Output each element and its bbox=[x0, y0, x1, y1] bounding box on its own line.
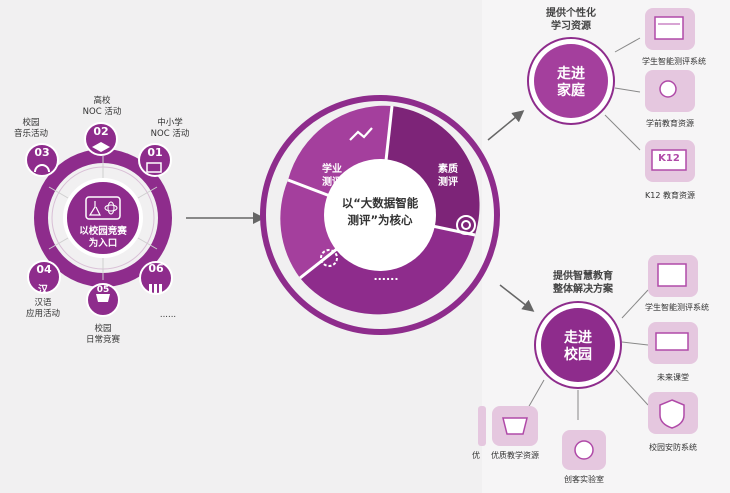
home-header-line2: 学习资源 bbox=[551, 21, 591, 32]
badge-05 bbox=[86, 283, 120, 317]
badge-01 bbox=[138, 143, 172, 177]
badge-04 bbox=[27, 260, 61, 294]
item-05-label: 校园 日常竞赛 bbox=[73, 324, 133, 346]
school-header-line1: 提供智慧教育 bbox=[553, 271, 613, 282]
badge-03-number: 03 bbox=[34, 146, 50, 159]
seg-more-label: ...... bbox=[373, 270, 399, 283]
school-item-3-label: 校园安防系统 bbox=[649, 443, 697, 452]
core-label: 以“大数据智能 测评”为核心 bbox=[330, 195, 430, 229]
home-item-1-label: 学生智能测评系统 bbox=[642, 57, 706, 66]
home-circle bbox=[527, 37, 615, 125]
item-05-line1: 校园 bbox=[94, 324, 112, 334]
school-header: 提供智慧教育 整体解决方案 bbox=[543, 270, 623, 296]
school-circle bbox=[534, 301, 622, 389]
home-circle-line1: 走进 bbox=[557, 66, 585, 82]
han-glyph-icon: 汉 bbox=[38, 285, 48, 296]
seg-academic-line2: 测评 bbox=[322, 177, 342, 188]
arrow-to-school bbox=[499, 284, 535, 312]
tile-k12 bbox=[645, 140, 695, 182]
school-connectors bbox=[527, 289, 649, 420]
item-02-label: 高校 NOC 活动 bbox=[72, 96, 132, 118]
item-03-line2: 音乐活动 bbox=[13, 129, 48, 139]
tile-student-eval-home bbox=[645, 8, 695, 50]
k12-glyph: K12 bbox=[658, 153, 680, 164]
item-04-label: 汉语 应用活动 bbox=[18, 298, 68, 320]
school-item-1-label: 学生智能测评系统 bbox=[645, 303, 709, 312]
seg-academic-label: 学业 测评 bbox=[312, 163, 352, 189]
item-05-line2: 日常竞赛 bbox=[85, 335, 120, 345]
home-circle-label: 走进 家庭 bbox=[546, 66, 596, 100]
badge-02 bbox=[84, 122, 118, 156]
item-04-line1: 汉语 bbox=[34, 298, 52, 308]
item-04-line2: 应用活动 bbox=[25, 309, 60, 319]
badge-06 bbox=[139, 261, 173, 295]
home-connectors bbox=[604, 37, 641, 151]
left-ring-spokes bbox=[48, 156, 158, 280]
core-line1: 以“大数据智能 bbox=[341, 196, 419, 210]
item-01-line2: NOC 活动 bbox=[150, 129, 190, 139]
tile-campus-security bbox=[648, 392, 698, 434]
school-item-4-label: 创客实验室 bbox=[564, 475, 604, 484]
item-03-line1: 校园 bbox=[22, 118, 40, 128]
seg-academic-line1: 学业 bbox=[322, 164, 342, 175]
tile-quality-resources bbox=[492, 406, 538, 446]
item-02-line1: 高校 bbox=[93, 96, 111, 106]
school-circle-label: 走进 校园 bbox=[553, 330, 603, 364]
item-03-label: 校园 音乐活动 bbox=[6, 118, 56, 140]
core-line2: 测评”为核心 bbox=[347, 213, 413, 227]
middle-ring bbox=[260, 95, 500, 335]
school-header-line2: 整体解决方案 bbox=[553, 284, 613, 295]
seg-quality-line1: 素质 bbox=[438, 164, 458, 175]
home-circle-line2: 家庭 bbox=[557, 83, 585, 99]
badge-04-number: 04 bbox=[36, 263, 52, 276]
item-01-label: 中小学 NOC 活动 bbox=[140, 118, 200, 140]
item-01-line1: 中小学 bbox=[157, 118, 183, 128]
school-circle-line2: 校园 bbox=[564, 347, 592, 363]
badge-03 bbox=[25, 143, 59, 177]
arrow-to-home bbox=[487, 110, 525, 141]
badge-06-number: 06 bbox=[148, 262, 164, 275]
school-item-2-label: 未来课堂 bbox=[657, 373, 689, 382]
seg-quality-label: 素质 测评 bbox=[428, 163, 468, 189]
school-item-cut-label: 优 bbox=[472, 451, 480, 460]
seg-quality-line2: 测评 bbox=[438, 177, 458, 188]
tile-preschool bbox=[645, 70, 695, 112]
tile-maker-lab bbox=[562, 430, 606, 470]
tile-future-classroom bbox=[648, 322, 698, 364]
school-item-5-label: 优质教学资源 bbox=[491, 451, 539, 460]
item-06-label: ...... bbox=[159, 310, 177, 320]
home-header: 提供个性化 学习资源 bbox=[536, 7, 606, 33]
badge-02-number: 02 bbox=[93, 125, 109, 138]
home-item-2-label: 学前教育资源 bbox=[646, 119, 694, 128]
badge-01-number: 01 bbox=[147, 146, 163, 159]
flask-atom-icon bbox=[85, 196, 121, 220]
home-header-line1: 提供个性化 bbox=[546, 8, 596, 19]
badge-05-number: 05 bbox=[96, 285, 110, 295]
item-02-line2: NOC 活动 bbox=[82, 107, 122, 117]
tile-cut-off bbox=[478, 406, 486, 446]
school-circle-line1: 走进 bbox=[564, 330, 592, 346]
tile-student-eval-school bbox=[648, 255, 698, 297]
left-center-line1: 以校园竞赛 bbox=[79, 226, 127, 237]
left-center-label: 以校园竞赛 为入口 bbox=[68, 226, 138, 250]
left-center-line2: 为入口 bbox=[88, 238, 118, 249]
home-item-3-label: K12 教育资源 bbox=[645, 191, 695, 200]
